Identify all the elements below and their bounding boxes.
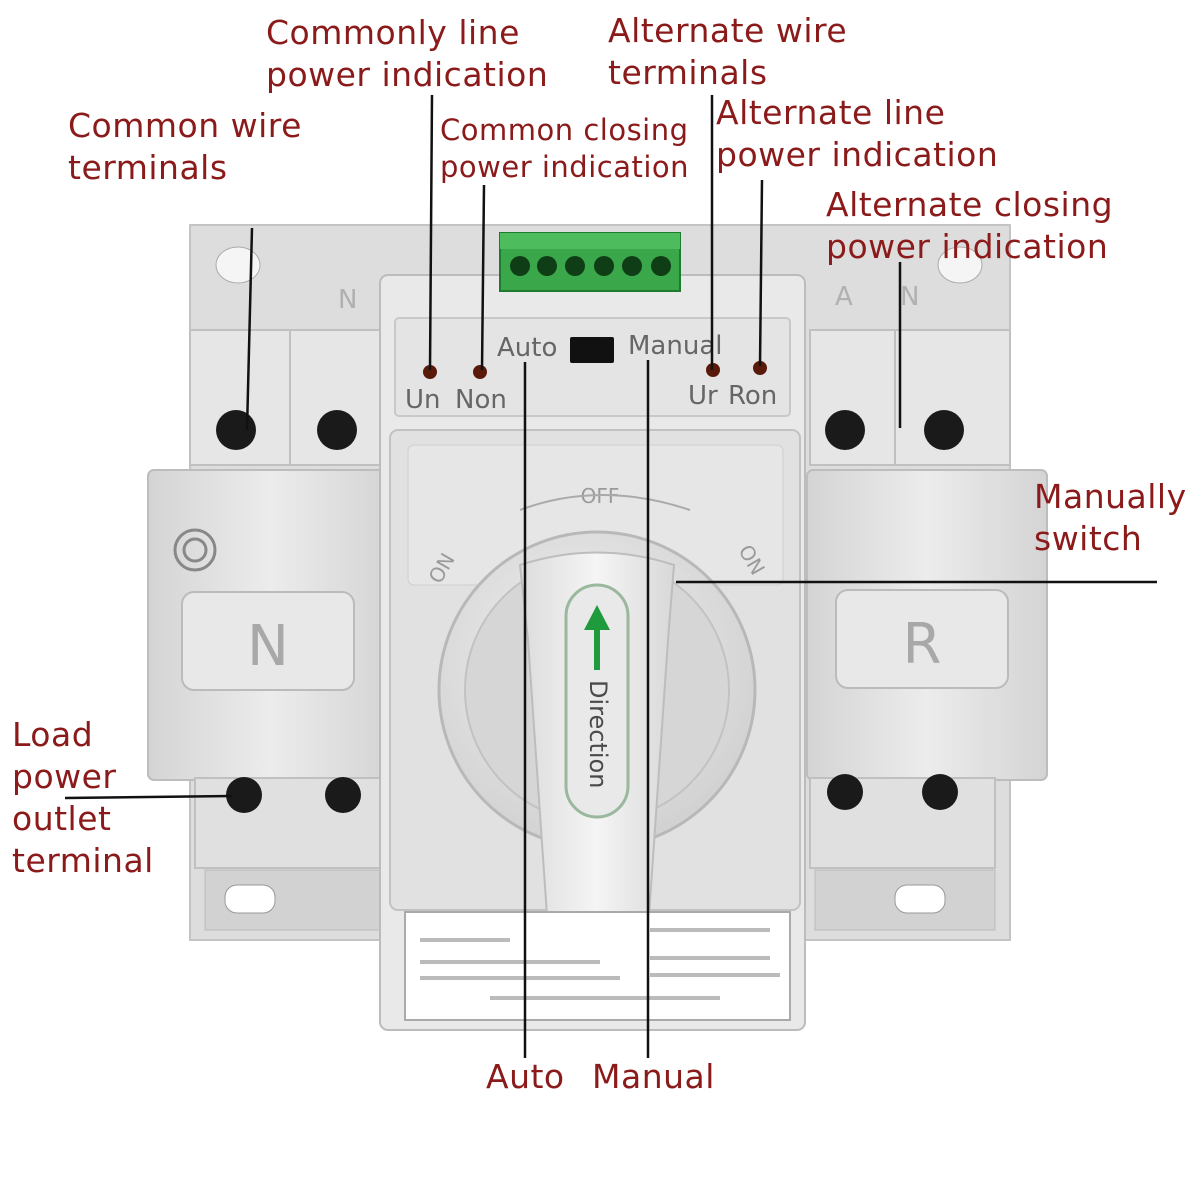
led-un [423,365,437,379]
leader-load-power-outlet [64,794,233,800]
terminal-screw [924,410,964,450]
leader-common-closing-power [480,184,486,371]
callout-alternate-line-power-indication: Alternate line power indication [716,93,999,174]
callout-common-wire-terminals: Common wire terminals [68,106,302,187]
top-a-label: A [835,282,853,312]
right-side-panel: R [806,469,1048,781]
load-terminal-screw [922,774,958,810]
callout-auto: Auto [486,1057,565,1096]
callout-manually-switch: Manually switch [1034,477,1187,558]
leader-lines [64,94,1157,1058]
load-terminal-screw [827,774,863,810]
leader-commonly-line-power [428,94,434,371]
manual-switch-handle[interactable]: Direction [518,551,676,931]
callout-load-power-outlet-terminal: Load power outlet terminal [12,715,154,880]
certification-mark-icon [173,528,217,572]
leader-alternate-line-power [758,179,764,367]
indicator-un-label: Un [405,385,441,415]
terminal-screw [825,410,865,450]
led-non [473,365,487,379]
led-ron [753,361,767,375]
handle-direction-label: Direction [584,680,612,788]
leader-common-wire [245,227,254,431]
auto-manual-slide-switch[interactable] [570,337,614,363]
callout-commonly-line-power-indication: Commonly line power indication [266,13,549,94]
mode-auto-label: Auto [497,333,557,363]
control-terminal-block [499,232,681,292]
indicator-non-label: Non [455,385,507,415]
terminal-screw [317,410,357,450]
callout-manual: Manual [592,1057,715,1096]
terminal-screw [216,410,256,450]
bottom-terminal-sections [194,774,996,869]
indicator-row: Un Non Ur Ron Auto Manual [405,331,777,415]
top-n-label: N [338,285,357,315]
callout-common-closing-power-indication: Common closing power indication [440,113,690,184]
load-terminal-screw [226,777,262,813]
load-terminal-screw [325,777,361,813]
up-arrow-icon [584,605,610,670]
mode-manual-label: Manual [628,331,722,361]
indicator-ur-label: Ur [688,381,718,411]
nameplate [404,911,791,1021]
top-n-right-label: N [900,282,919,312]
panel-r-label: R [903,612,942,677]
panel-n-label: N [247,614,289,679]
indicator-ron-label: Ron [728,381,777,411]
left-side-panel: N [147,469,394,781]
callout-alternate-closing-power-indication: Alternate closing power indication [826,185,1114,266]
callout-alternate-wire-terminals: Alternate wire terminals [608,11,848,92]
top-screws [216,410,964,450]
top-left-terminal-section: N [189,285,391,466]
